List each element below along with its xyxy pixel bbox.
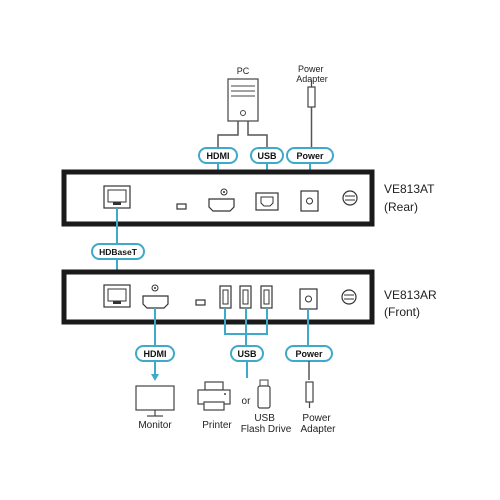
pill-usb-top: USB: [250, 147, 284, 164]
power-adapter-top-line1: Power: [298, 64, 324, 74]
svg-text:HDMI: HDMI: [144, 349, 167, 359]
power-adapter-label-top: Power Adapter: [296, 64, 328, 84]
hdmi-port-icon-tx: [208, 188, 235, 212]
pc-hdmi-cable: [217, 121, 239, 148]
pill-power-top: Power: [286, 147, 334, 164]
svg-text:USB: USB: [257, 151, 277, 161]
pill-hdmi-top: HDMI: [198, 147, 238, 164]
power-adapter-top-line2: Adapter: [296, 74, 328, 84]
receiver-unit: [61, 269, 375, 325]
power-jack-icon-rx: [299, 288, 318, 310]
svg-text:Power: Power: [296, 151, 324, 161]
pc-icon: [227, 78, 259, 122]
usb-a-port-icon-1: [219, 285, 232, 309]
mini-usb-port-icon-rx: [195, 299, 206, 306]
screw-icon-rx: [341, 289, 357, 305]
power-plug-icon-top: [307, 80, 316, 108]
screw-icon-tx: [342, 190, 358, 206]
pc-label: PC: [237, 66, 250, 76]
usb-flash-label: USB Flash Drive: [241, 413, 292, 435]
power-plug-icon-bottom: [305, 381, 314, 408]
power-adapter-bottom-line2: Adapter: [300, 424, 336, 435]
monitor-icon: [135, 385, 175, 417]
rj45-port-icon-tx: [103, 185, 131, 209]
usb-a-port-icon-2: [239, 285, 252, 309]
usb-b-port-icon-tx: [255, 192, 279, 211]
rj45-port-icon-rx: [103, 284, 131, 308]
or-label: or: [242, 396, 252, 407]
printer-icon: [197, 381, 231, 411]
power-adapter-bottom-line1: Power: [302, 413, 331, 424]
transmitter-unit: [61, 169, 375, 227]
pill-usb-bottom: USB: [230, 345, 264, 362]
svg-text:HDMI: HDMI: [207, 151, 230, 161]
arrow-hdmi-bottom: [151, 374, 159, 381]
svg-text:HDBaseT: HDBaseT: [99, 247, 138, 257]
power-adapter-label-bottom: Power Adapter: [300, 413, 336, 435]
pc-usb-cable: [247, 121, 268, 148]
receiver-side: (Front): [384, 305, 420, 319]
hdmi-port-icon-rx: [142, 284, 169, 309]
usb-a-port-icon-3: [260, 285, 273, 309]
receiver-model: VE813AR: [384, 288, 437, 302]
mini-usb-port-icon-tx: [176, 203, 187, 210]
pill-power-bottom: Power: [285, 345, 333, 362]
svg-text:USB: USB: [237, 349, 257, 359]
transmitter-side: (Rear): [384, 200, 418, 214]
pill-hdbaset: HDBaseT: [91, 243, 145, 260]
monitor-label: Monitor: [138, 420, 172, 431]
pill-hdmi-bottom: HDMI: [135, 345, 175, 362]
usb-flash-line2: Flash Drive: [241, 424, 292, 435]
usb-flash-drive-icon: [257, 379, 271, 409]
printer-label: Printer: [202, 420, 232, 431]
power-jack-icon-tx: [300, 190, 319, 212]
svg-text:Power: Power: [295, 349, 323, 359]
usb-flash-line1: USB: [254, 413, 275, 424]
transmitter-model: VE813AT: [384, 182, 435, 196]
